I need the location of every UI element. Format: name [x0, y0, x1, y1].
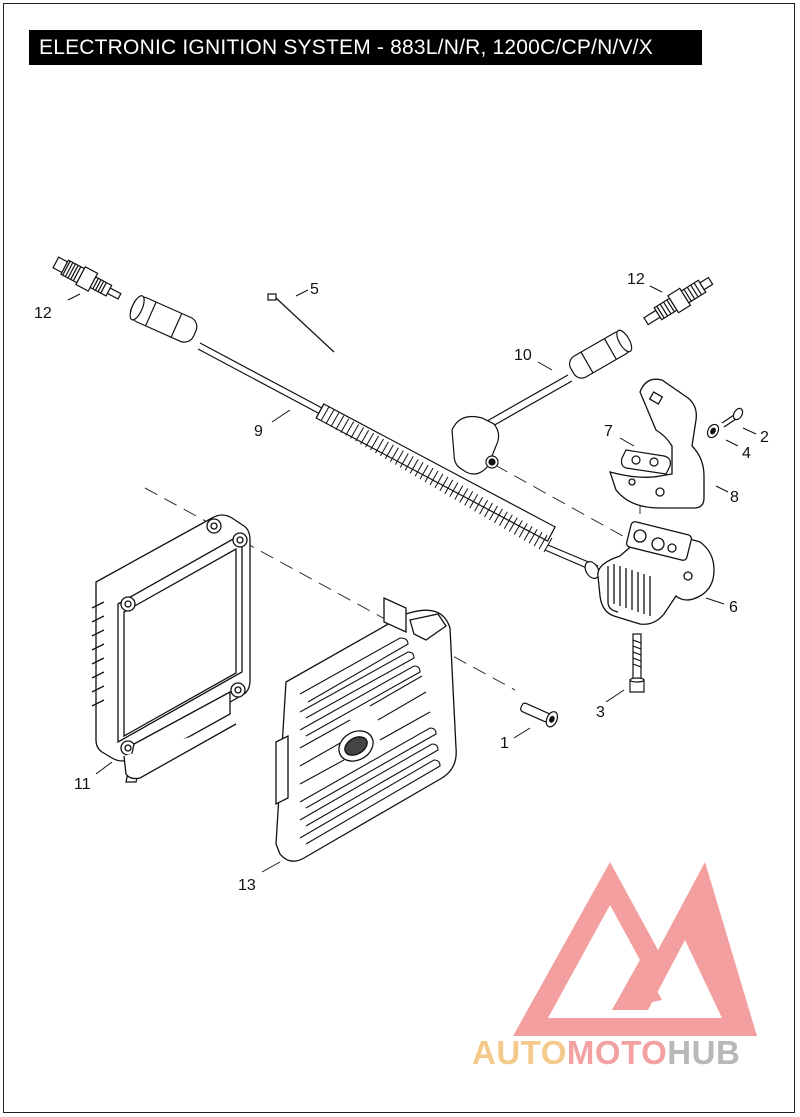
cable-armour-coil	[523, 526, 533, 541]
cable-armour-coil	[335, 415, 345, 430]
callout-12-left: 12	[34, 305, 52, 322]
ignition-coil	[597, 521, 715, 625]
cable-armour-coil	[489, 505, 498, 521]
callout-11: 11	[74, 776, 91, 793]
watermark-logo-icon	[513, 862, 757, 1036]
cable-armour-coil	[518, 523, 528, 538]
cable-armour-coil	[474, 496, 484, 512]
cable-armour-coil	[414, 462, 424, 477]
cable-armour-coil	[469, 494, 479, 509]
cable-armour-coil	[360, 429, 370, 445]
callout-9: 9	[254, 423, 263, 440]
cable-armour-coil	[533, 531, 543, 547]
cable-armour-coil	[479, 499, 488, 515]
cable-armour-coil	[434, 473, 444, 489]
watermark-part-auto: AUTO	[472, 1034, 567, 1071]
coil-mounting-screw	[629, 633, 645, 693]
cable-armour-coil	[409, 459, 419, 474]
nut-plate	[620, 449, 671, 475]
cable-armour-coil	[320, 406, 330, 422]
cable-armour-coil	[464, 491, 474, 506]
watermark-text: AUTOMOTOHUB	[472, 1034, 740, 1072]
callout-4: 4	[742, 445, 751, 462]
cable-armour-coil	[449, 482, 459, 497]
spark-plug-cable-long	[129, 295, 600, 579]
cable-armour-coil	[404, 456, 414, 471]
leader-lines	[67, 285, 757, 873]
cable-armour-coil	[345, 421, 355, 436]
cable-armour-coil	[494, 508, 503, 524]
cable-armour-coil	[315, 403, 325, 419]
watermark-part-hub: HUB	[667, 1034, 741, 1071]
callout-1: 1	[500, 735, 509, 752]
cable-armour-coil	[503, 514, 513, 529]
ignition-control-module	[91, 514, 251, 783]
spark-plug-right	[643, 276, 714, 326]
page-title: ELECTRONIC IGNITION SYSTEM - 883L/N/R, 1…	[29, 30, 702, 65]
callout-2: 2	[760, 429, 769, 446]
cable-armour-coil	[424, 467, 434, 483]
cable-armour-coil	[370, 435, 379, 451]
page-frame	[3, 3, 795, 1113]
screw-and-washer	[706, 407, 744, 439]
cable-armour-coil	[384, 444, 394, 460]
cable-armour-coil	[355, 427, 365, 442]
cable-armour-coil	[484, 502, 493, 518]
coil-bracket	[609, 378, 705, 509]
watermark-part-moto: MOTO	[566, 1034, 668, 1071]
cable-strap	[267, 293, 335, 353]
cable-armour-coil	[365, 432, 374, 448]
spark-plug-left	[52, 256, 122, 300]
callout-5: 5	[310, 281, 319, 298]
cable-armour-coil	[419, 464, 429, 480]
callout-8: 8	[730, 489, 739, 506]
cover-pin	[520, 702, 559, 728]
cable-armour-coil	[498, 511, 508, 527]
callout-10: 10	[514, 347, 532, 364]
cable-armour-coil	[513, 520, 523, 535]
callout-12-right: 12	[627, 271, 645, 288]
cable-armour-coil	[389, 447, 399, 462]
cable-armour-coil	[454, 485, 464, 500]
cable-armour-coil	[439, 476, 449, 492]
cable-armour-coil	[340, 418, 350, 433]
cable-armour-coil	[350, 424, 360, 439]
callout-7: 7	[604, 423, 613, 440]
cable-armour-coil	[538, 534, 548, 550]
callout-3: 3	[596, 704, 605, 721]
cable-armour-coil	[399, 453, 409, 468]
ignition-module-cover	[275, 596, 457, 862]
cable-armour-coil	[394, 450, 404, 465]
cable-armour-coil	[444, 479, 454, 494]
cable-armour-coil	[375, 438, 384, 454]
cable-armour-coil	[528, 529, 538, 544]
cable-armour-coil	[429, 470, 439, 486]
callout-6: 6	[729, 599, 738, 616]
callout-13: 13	[238, 877, 256, 894]
spark-plug-cable-short	[451, 329, 633, 475]
cable-armour-coil	[459, 488, 469, 503]
cable-armour-coil	[325, 409, 335, 425]
cable-armour-coil	[508, 517, 518, 532]
cable-armour-coil	[380, 441, 389, 457]
cable-armour-coil	[330, 412, 340, 427]
